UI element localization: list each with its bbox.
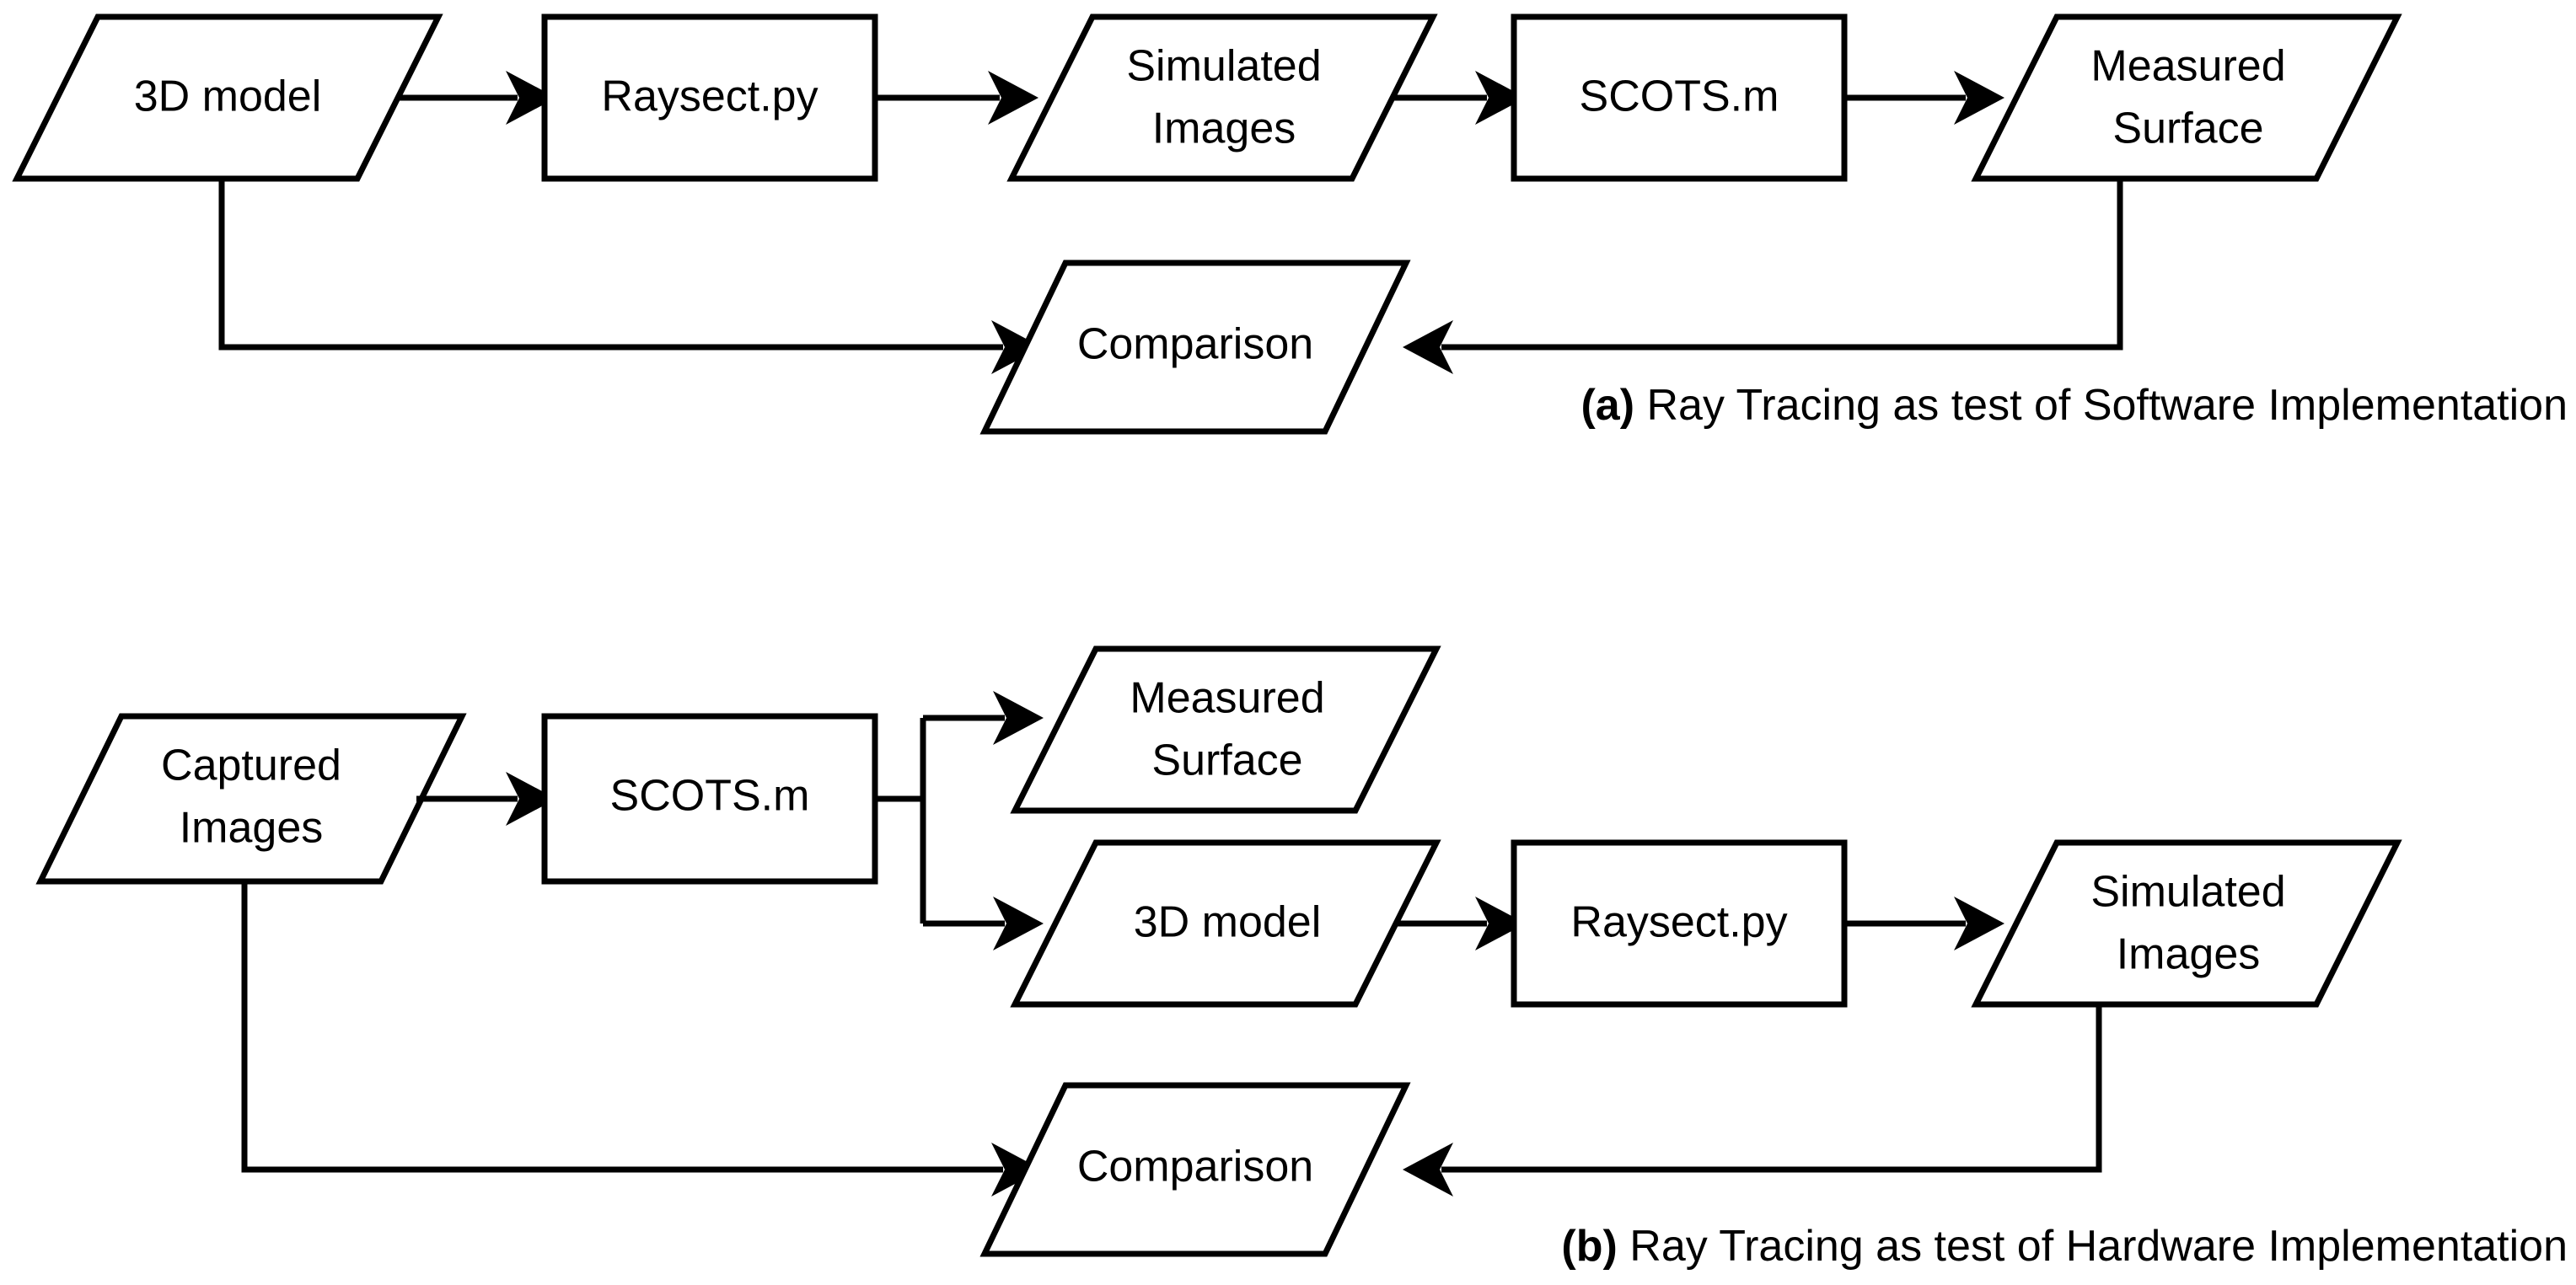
arrow-head-icon [1475,897,1526,950]
node-label: 3D model [134,72,322,121]
arrow-head-icon [506,772,556,826]
arrow-head-icon [991,320,1042,374]
parallelogram-shape [12,13,443,182]
connector-polyline [241,881,1003,1173]
node-label: Raysect.py [601,72,818,121]
rectangle-shape [541,13,878,182]
path-b-simulated-to-comparison [1403,1004,2102,1197]
node-b-captured-images[interactable]: Captured Images [35,713,467,885]
node-label: SCOTS.m [610,772,810,821]
connector-polyline [1441,1004,2102,1173]
caption-a: (a) Ray Tracing as test of Software Impl… [1580,381,2568,430]
parallelogram-shape [979,1082,1411,1257]
node-label: SCOTS.m [1580,72,1779,121]
node-label-line1: Measured [1130,674,1324,723]
node-b-3d-model[interactable]: 3D model [1010,839,1441,1008]
arrow-b-scots-to-3d-model [923,897,1044,950]
rectangle-shape [1511,13,1848,182]
arrow-head-icon [1954,71,2004,125]
caption-b-body: Ray Tracing as test of Hardware Implemen… [1618,1222,2568,1271]
arrow-a-simulated-to-scots [1394,71,1526,125]
node-label-line1: Measured [2090,42,2285,91]
node-label-line1: Simulated [1126,42,1321,91]
node-label-line2: Images [2117,930,2261,979]
arrow-head-icon [1403,320,1453,374]
node-label: Comparison [1077,1143,1313,1191]
node-label: Comparison [1077,320,1313,369]
path-a-model-to-comparison [218,179,1042,374]
node-label-line2: Surface [1151,736,1302,785]
arrow-head-icon [1403,1143,1453,1197]
parallelogram-shape [1971,13,2402,182]
node-label: Raysect.py [1570,898,1787,947]
arrow-a-raysect-to-simulated [875,71,1038,125]
parallelogram-shape [1006,13,1438,182]
rectangle-shape [541,713,878,885]
node-label-line2: Images [1152,104,1296,153]
node-label-line1: Captured [161,742,341,790]
arrow-head-icon [1954,897,2004,950]
arrow-b-model-to-raysect [1396,897,1526,950]
node-a-comparison[interactable]: Comparison [979,260,1411,435]
path-a-measured-to-comparison [1403,179,2123,374]
node-a-raysect[interactable]: Raysect.py [541,13,878,182]
node-label-line2: Surface [2112,104,2263,153]
parallelogram-shape [1010,645,1441,814]
node-label: 3D model [1134,898,1322,947]
arrow-b-raysect-to-simulated [1844,897,2004,950]
node-a-measured-surface[interactable]: Measured Surface [1971,13,2402,182]
node-label-line1: Simulated [2090,868,2285,917]
node-label-line2: Images [180,804,324,853]
caption-b-tag: (b) [1561,1222,1617,1271]
node-b-measured-surface[interactable]: Measured Surface [1010,645,1441,814]
connector-polyline [1441,179,2123,351]
caption-b: (b) Ray Tracing as test of Hardware Impl… [1561,1222,2568,1271]
arrow-head-icon [993,897,1044,950]
caption-a-body: Ray Tracing as test of Software Implemen… [1634,381,2568,430]
node-b-raysect[interactable]: Raysect.py [1511,839,1848,1008]
node-a-3d-model[interactable]: 3D model [12,13,443,182]
node-a-simulated-images[interactable]: Simulated Images [1006,13,1438,182]
arrow-head-icon [988,71,1038,125]
arrow-head-icon [506,71,556,125]
parallelogram-shape [979,260,1411,435]
node-b-comparison[interactable]: Comparison [979,1082,1411,1257]
branch-b-scots-split [875,718,926,924]
path-b-captured-to-comparison [241,881,1042,1197]
rectangle-shape [1511,839,1848,1008]
node-b-scots[interactable]: SCOTS.m [541,713,878,885]
arrow-head-icon [993,691,1044,745]
arrow-a-model-to-raysect [400,71,556,125]
parallelogram-shape [1971,839,2402,1008]
caption-a-tag: (a) [1580,381,1634,430]
arrow-a-scots-to-measured [1844,71,2004,125]
arrow-head-icon [991,1143,1042,1197]
node-a-scots[interactable]: SCOTS.m [1511,13,1848,182]
arrow-head-icon [1475,71,1526,125]
parallelogram-shape [35,713,467,885]
node-b-simulated-images[interactable]: Simulated Images [1971,839,2402,1008]
arrow-b-captured-to-scots [416,772,556,826]
arrow-b-scots-to-measured [923,691,1044,745]
parallelogram-shape [1010,839,1441,1008]
connector-polyline [218,179,1003,351]
